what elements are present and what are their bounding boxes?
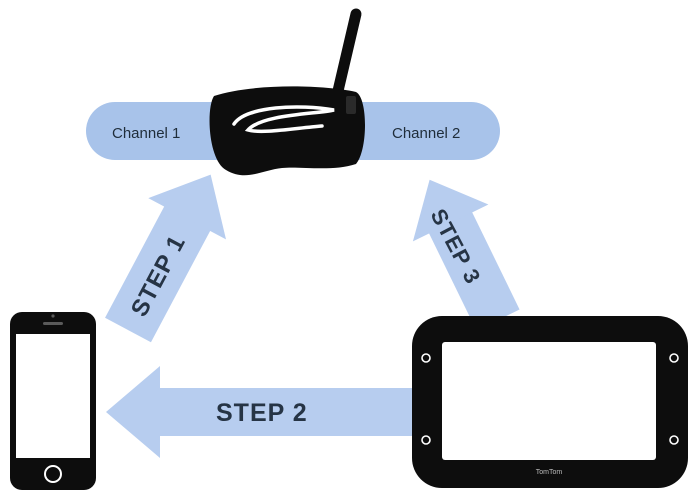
gps-screen	[442, 342, 656, 460]
gps-brand-logo: TomTom	[536, 469, 563, 476]
channel-1-label: Channel 1	[112, 125, 180, 142]
intercom-headset-icon	[209, 8, 365, 176]
smartphone-speaker	[43, 322, 63, 325]
gps-left-button-bottom	[421, 435, 431, 445]
step-1-arrow: STEP 1	[105, 174, 227, 343]
step-2-arrowhead	[106, 366, 160, 458]
step-1-arrowhead	[148, 174, 227, 240]
step-2-arrow: STEP 2	[106, 366, 420, 458]
smartphone-screen	[16, 334, 90, 458]
step-2-arrow-shaft	[158, 388, 420, 436]
channel-2-label: Channel 2	[392, 125, 460, 142]
smartphone-home-button	[44, 465, 62, 483]
intercom-swoosh	[232, 105, 335, 134]
gps-navigator-icon: TomTom	[412, 316, 688, 488]
smartphone-icon	[10, 312, 96, 490]
step-2-label: STEP 2	[216, 399, 308, 427]
step-3-arrow-shaft	[428, 210, 520, 331]
gps-left-button-top	[421, 353, 431, 363]
intercom-button	[346, 96, 356, 114]
gps-right-button-top	[669, 353, 679, 363]
gps-right-button-bottom	[669, 435, 679, 445]
smartphone-camera	[51, 314, 55, 318]
step-1-arrow-shaft	[105, 204, 212, 343]
step-3-arrowhead	[412, 179, 489, 242]
step-3-arrow	[412, 179, 520, 331]
